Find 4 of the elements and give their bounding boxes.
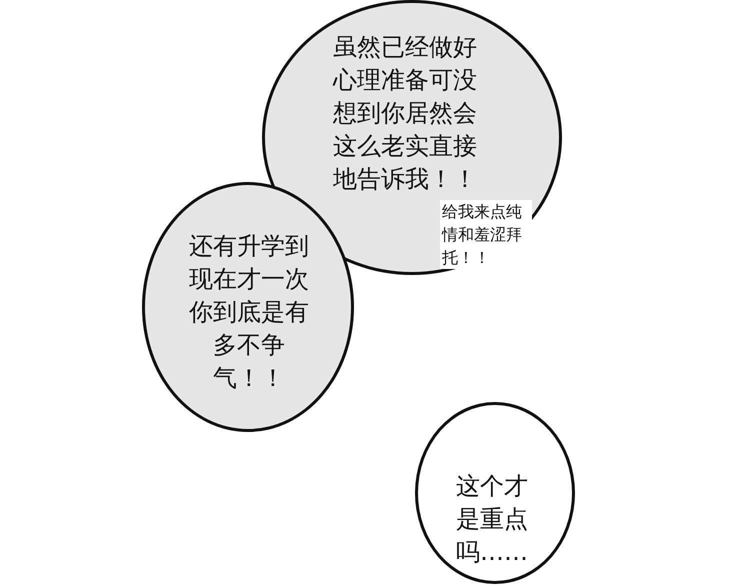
narration-text: 给我来点纯情和羞涩拜托！！ xyxy=(440,200,532,269)
speech-text: 还有升学到现在才一次你到底是有多不争气！！ xyxy=(188,231,310,394)
speech-text: 这个才是重点吗…… xyxy=(456,471,529,568)
speech-text: 虽然已经做好心理准备可没想到你居然会这么老实直接地告诉我！！ xyxy=(333,32,478,195)
